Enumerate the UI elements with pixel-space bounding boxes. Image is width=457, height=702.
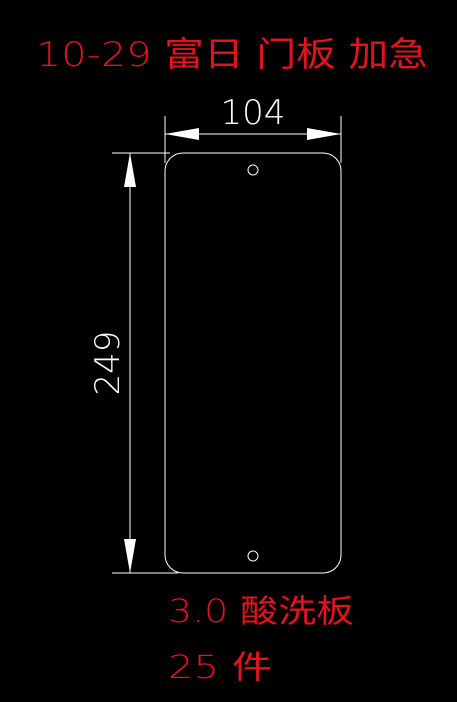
width-arrow-left xyxy=(165,128,199,140)
quantity-note: 25 件 xyxy=(168,648,272,686)
height-dimension xyxy=(112,152,178,574)
door-panel-outline xyxy=(164,152,342,574)
width-dimension-label: 104 xyxy=(221,93,286,133)
mounting-hole-top xyxy=(247,164,259,176)
width-dimension xyxy=(164,116,342,163)
height-arrow-bottom xyxy=(124,539,136,573)
height-arrow-top xyxy=(124,153,136,187)
height-dimension-label: 249 xyxy=(88,331,128,396)
mounting-hole-bottom xyxy=(247,550,259,562)
drawing-title: 10-29 富日 门板 加急 xyxy=(36,35,428,75)
material-note: 3.0 酸洗板 xyxy=(168,592,354,630)
width-arrow-right xyxy=(307,128,341,140)
